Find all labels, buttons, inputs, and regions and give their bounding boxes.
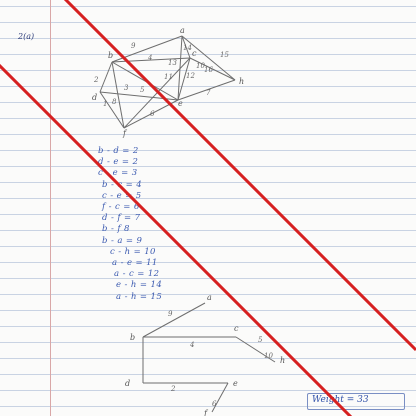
graph-edge-label: 4 xyxy=(147,54,152,62)
tree-edge-label: 4 xyxy=(189,341,194,349)
graph-edge-d-f xyxy=(99,91,125,129)
graph-edge-a-e xyxy=(177,35,183,101)
graph-edge-c-f xyxy=(123,57,191,129)
graph-edge-label: 13 xyxy=(168,59,177,67)
weight-row: d - e = 2 xyxy=(98,157,139,168)
tree-edge-c-h xyxy=(235,336,276,363)
tree-vertex-label: b xyxy=(130,333,135,342)
weight-row: a - e = 11 xyxy=(112,258,158,268)
total-weight-box: Weight = 33 xyxy=(307,393,405,410)
graph-edge-f-e xyxy=(123,99,179,129)
weight-row: f - c = 6 xyxy=(102,202,140,212)
tree-vertex-label: f xyxy=(203,409,209,416)
graph-edge-label: 1 xyxy=(103,100,107,108)
graph-vertex-label: h xyxy=(239,77,244,86)
tree-edge-label: 10 xyxy=(264,352,273,360)
tree-edge-e-f xyxy=(211,382,229,413)
graph-vertex-label: f xyxy=(122,129,128,138)
graph-edge-label: 5 xyxy=(140,86,145,94)
weight-row: a - c = 12 xyxy=(114,269,160,280)
weight-row: d - f = 7 xyxy=(102,213,141,224)
margin-line xyxy=(50,0,51,416)
weight-row: e - h = 14 xyxy=(116,280,163,291)
graph-edge-c-e xyxy=(177,57,191,101)
tree-vertex-label: c xyxy=(234,324,239,333)
graph-edge-label: 10 xyxy=(196,62,205,70)
graph-edge-a-b xyxy=(111,35,183,63)
graph-edge-b-d xyxy=(99,61,113,93)
weight-row: a - h = 15 xyxy=(116,291,163,302)
graph-edge-label: 9 xyxy=(131,42,136,50)
strike-line-lower xyxy=(0,63,353,416)
weight-row: c - e = 5 xyxy=(102,190,142,201)
tree-vertex-label: h xyxy=(280,356,285,365)
question-label: 2(a) xyxy=(18,32,35,41)
graph-edge-label: 14 xyxy=(183,44,192,52)
weight-row: c - e = 3 xyxy=(98,168,138,179)
graph-edge-b-e xyxy=(111,61,179,101)
tree-vertex-label: a xyxy=(207,293,212,302)
graph-edge-a-c xyxy=(181,35,191,59)
tree-vertex-label: e xyxy=(233,379,238,388)
graph-vertex-label: c xyxy=(192,49,197,58)
graph-edge-c-h xyxy=(189,57,236,81)
graph-edge-b-f xyxy=(111,61,125,129)
weight-row: b - f 8 xyxy=(102,224,130,235)
graph-vertex-label: d xyxy=(92,93,97,102)
weight-row: b - a = 9 xyxy=(102,235,143,246)
graph-edge-label: 12 xyxy=(186,72,195,80)
tree-edge-label: 9 xyxy=(168,310,173,318)
graph-vertex-label: a xyxy=(180,26,185,35)
weight-row: b - c = 4 xyxy=(102,179,143,190)
graph-edge-label: 8 xyxy=(112,98,117,106)
graph-edge-a-h xyxy=(181,35,236,81)
weight-row: c - h = 10 xyxy=(110,246,156,257)
tree-edge-label: 5 xyxy=(258,336,263,344)
graph-edge-label: 15 xyxy=(220,51,229,59)
graph-edge-label: 2 xyxy=(93,76,99,84)
tree-vertex-label: d xyxy=(125,379,130,388)
graph-edge-e-h xyxy=(177,79,236,101)
tree-edge-b-a xyxy=(142,302,206,338)
total-weight: Weight = 33 xyxy=(312,395,369,405)
graph-vertex-label: b xyxy=(108,51,113,60)
tree-edge-label: 6 xyxy=(212,400,217,408)
tree-edge-label: 2 xyxy=(170,385,176,393)
graph-edge-d-e xyxy=(99,91,179,101)
weight-row: b - d = 2 xyxy=(98,146,139,156)
graph-edge-label: 6 xyxy=(150,110,155,118)
graph-vertex-label: e xyxy=(178,99,183,108)
graph-edge-label: 16 xyxy=(204,66,213,74)
graph-edge-b-c xyxy=(111,57,191,63)
graph-edge-label: 3 xyxy=(124,84,129,92)
graph-edge-label: 7 xyxy=(206,89,211,97)
graph-edge-label: 11 xyxy=(164,73,173,81)
